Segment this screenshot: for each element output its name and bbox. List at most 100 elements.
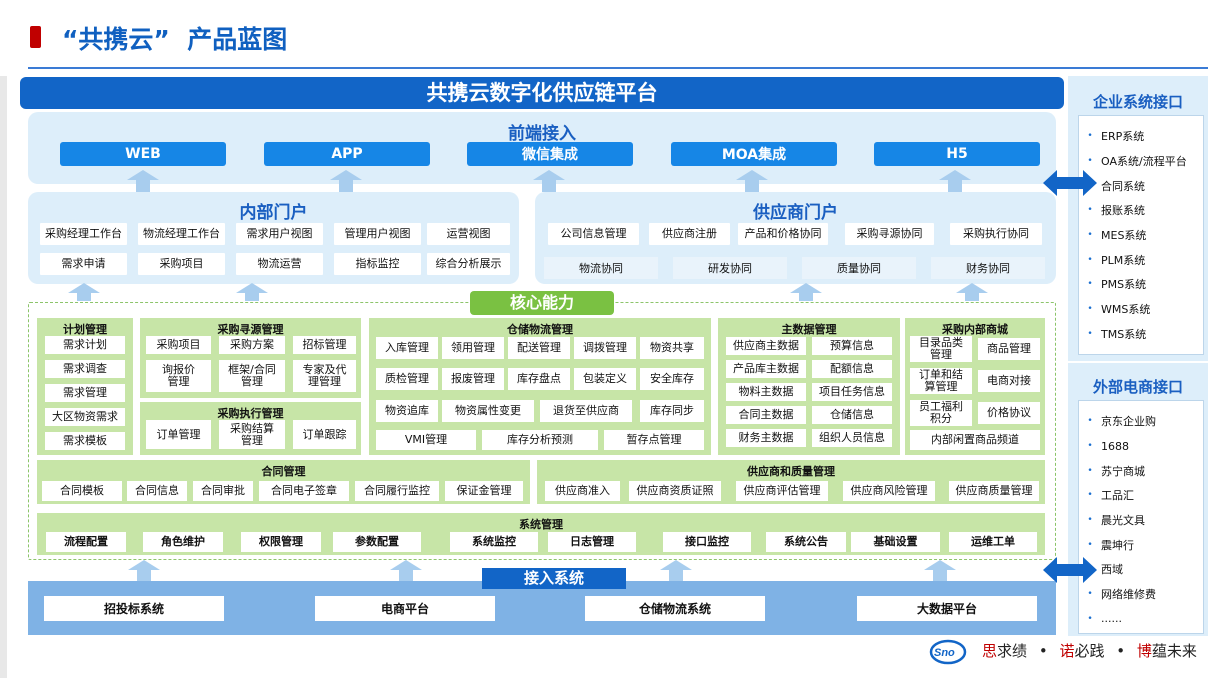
module-item[interactable]: 招标管理 (293, 336, 356, 354)
portal-item[interactable]: 运营视图 (427, 223, 510, 245)
module-item[interactable]: 合同电子签章 (259, 481, 349, 501)
portal-item[interactable]: 研发协同 (673, 257, 787, 279)
front-item-moa[interactable]: MOA集成 (671, 142, 837, 166)
module-item[interactable]: 合同履行监控 (355, 481, 439, 501)
module-item[interactable]: 需求调查 (45, 360, 125, 378)
module-item[interactable]: 需求模板 (45, 432, 125, 450)
front-item-app[interactable]: APP (264, 142, 430, 166)
module-item[interactable]: 库存盘点 (508, 368, 570, 390)
module-item[interactable]: 电商对接 (978, 370, 1040, 392)
module-item[interactable]: 参数配置 (333, 532, 421, 552)
module-item[interactable]: 库存同步 (640, 400, 704, 422)
list-item[interactable]: •报账系统 (1079, 198, 1203, 223)
portal-item[interactable]: 公司信息管理 (548, 223, 639, 245)
list-item[interactable]: •西域 (1079, 557, 1203, 582)
list-item[interactable]: •1688 (1079, 434, 1203, 459)
module-item[interactable]: 目录品类 管理 (910, 336, 972, 362)
list-item[interactable]: •ERP系统 (1079, 124, 1203, 149)
module-item[interactable]: 内部闲置商品频道 (910, 430, 1040, 450)
module-item[interactable]: 订单跟踪 (293, 420, 356, 449)
module-item[interactable]: VMI管理 (376, 430, 476, 450)
module-item[interactable]: 需求管理 (45, 384, 125, 402)
module-item[interactable]: 权限管理 (241, 532, 321, 552)
portal-item[interactable]: 质量协同 (802, 257, 916, 279)
list-item[interactable]: •PMS系统 (1079, 272, 1203, 297)
list-item[interactable]: •网络维修费 (1079, 582, 1203, 607)
module-item[interactable]: 供应商质量管理 (949, 481, 1039, 501)
portal-item[interactable]: 财务协同 (931, 257, 1045, 279)
module-item[interactable]: 供应商准入 (545, 481, 620, 501)
portal-item[interactable]: 采购执行协同 (950, 223, 1042, 245)
list-item[interactable]: •工品汇 (1079, 483, 1203, 508)
portal-item[interactable]: 物流协同 (544, 257, 658, 279)
list-item[interactable]: •震坤行 (1079, 532, 1203, 557)
module-item[interactable]: 合同信息 (127, 481, 187, 501)
module-item[interactable]: 物料主数据 (726, 383, 806, 401)
front-item-wechat[interactable]: 微信集成 (467, 142, 633, 166)
module-item[interactable]: 保证金管理 (445, 481, 523, 501)
module-item[interactable]: 系统监控 (450, 532, 538, 552)
module-item[interactable]: 合同主数据 (726, 406, 806, 424)
portal-item[interactable]: 需求用户视图 (236, 223, 323, 245)
access-item[interactable]: 大数据平台 (857, 596, 1037, 621)
module-item[interactable]: 质检管理 (376, 368, 438, 390)
portal-item[interactable]: 需求申请 (40, 253, 127, 275)
module-item[interactable]: 配额信息 (812, 360, 892, 378)
module-item[interactable]: 供应商风险管理 (843, 481, 935, 501)
module-item[interactable]: 物资追库 (376, 400, 438, 422)
list-item[interactable]: •合同系统 (1079, 173, 1203, 198)
module-item[interactable]: 订单和结 算管理 (910, 368, 972, 394)
module-item[interactable]: 专家及代 理管理 (293, 360, 356, 392)
portal-item[interactable]: 管理用户视图 (334, 223, 421, 245)
list-item[interactable]: •PLM系统 (1079, 247, 1203, 272)
module-item[interactable]: 退货至供应商 (540, 400, 632, 422)
module-item[interactable]: 配送管理 (508, 337, 570, 359)
access-item[interactable]: 电商平台 (315, 596, 495, 621)
module-item[interactable]: 安全库存 (640, 368, 704, 390)
module-item[interactable]: 订单管理 (146, 420, 211, 449)
module-item[interactable]: 框架/合同 管理 (219, 360, 285, 392)
module-item[interactable]: 物资共享 (640, 337, 704, 359)
module-item[interactable]: 预算信息 (812, 337, 892, 355)
list-item[interactable]: •WMS系统 (1079, 297, 1203, 322)
portal-item[interactable]: 供应商注册 (649, 223, 730, 245)
list-item[interactable]: •...... (1079, 607, 1203, 632)
module-item[interactable]: 报废管理 (442, 368, 504, 390)
access-item[interactable]: 仓储物流系统 (585, 596, 765, 621)
portal-item[interactable]: 指标监控 (334, 253, 421, 275)
module-item[interactable]: 商品管理 (978, 338, 1040, 360)
module-item[interactable]: 领用管理 (442, 337, 504, 359)
list-item[interactable]: •OA系统/流程平台 (1079, 149, 1203, 174)
module-item[interactable]: 采购结算 管理 (219, 420, 285, 449)
module-item[interactable]: 角色维护 (143, 532, 223, 552)
module-item[interactable]: 供应商评估管理 (736, 481, 828, 501)
list-item[interactable]: •苏宁商城 (1079, 458, 1203, 483)
module-item[interactable]: 物资属性变更 (442, 400, 534, 422)
portal-item[interactable]: 综合分析展示 (427, 253, 510, 275)
module-item[interactable]: 组织人员信息 (812, 429, 892, 447)
access-item[interactable]: 招投标系统 (44, 596, 224, 621)
list-item[interactable]: •晨光文具 (1079, 508, 1203, 533)
module-item[interactable]: 员工福利 积分 (910, 400, 972, 426)
portal-item[interactable]: 采购项目 (138, 253, 225, 275)
module-item[interactable]: 系统公告 (766, 532, 846, 552)
portal-item[interactable]: 采购寻源协同 (845, 223, 934, 245)
module-item[interactable]: 库存分析预测 (482, 430, 598, 450)
list-item[interactable]: •MES系统 (1079, 223, 1203, 248)
module-item[interactable]: 入库管理 (376, 337, 438, 359)
module-item[interactable]: 需求计划 (45, 336, 125, 354)
portal-item[interactable]: 物流运营 (236, 253, 323, 275)
module-item[interactable]: 流程配置 (46, 532, 126, 552)
module-item[interactable]: 采购项目 (146, 336, 211, 354)
list-item[interactable]: •TMS系统 (1079, 322, 1203, 347)
module-item[interactable]: 供应商资质证照 (629, 481, 721, 501)
module-item[interactable]: 合同审批 (193, 481, 253, 501)
portal-item[interactable]: 采购经理工作台 (40, 223, 127, 245)
portal-item[interactable]: 产品和价格协同 (738, 223, 828, 245)
module-item[interactable]: 合同模板 (42, 481, 122, 501)
module-item[interactable]: 暂存点管理 (604, 430, 704, 450)
module-item[interactable]: 接口监控 (663, 532, 751, 552)
module-item[interactable]: 采购方案 (219, 336, 285, 354)
module-item[interactable]: 调拨管理 (574, 337, 636, 359)
module-item[interactable]: 价格协议 (978, 402, 1040, 424)
